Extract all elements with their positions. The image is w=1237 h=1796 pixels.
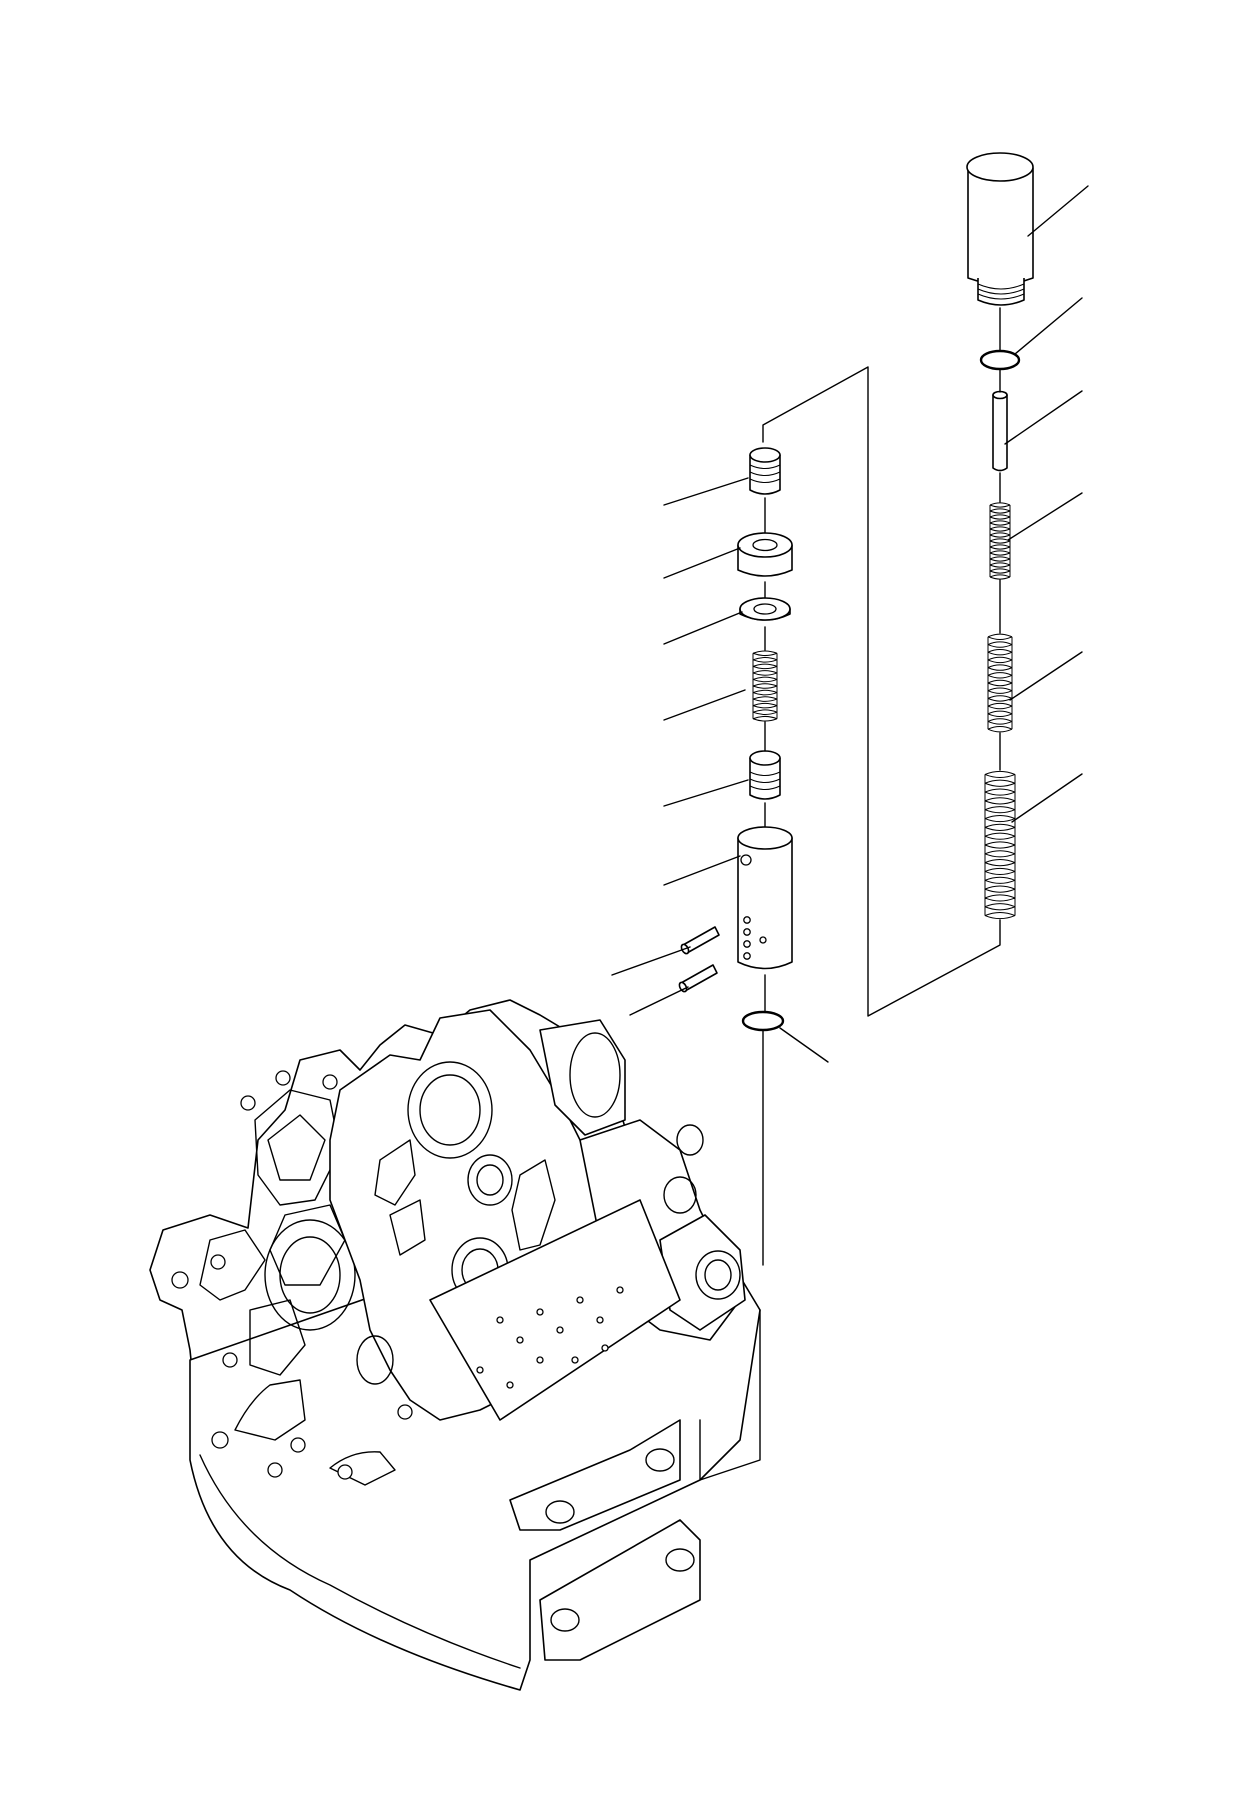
leader-lines [611,185,1089,1063]
washer-part [739,597,791,621]
plug-part [749,447,781,495]
transmission-housing [149,999,761,1691]
collar-part [737,532,793,577]
spring-small-part [989,502,1011,580]
sleeve-o-ring-part [741,1010,785,1032]
spool-spring-part [752,650,778,722]
pin-part [992,390,1008,472]
spool-plug-part [749,750,781,800]
spring-medium-part [987,633,1013,733]
assembly-axis-line [762,307,1001,1017]
spool-axis-line [762,497,766,1266]
sleeve-part [737,826,793,970]
o-ring-part [979,349,1021,371]
spring-large-part [984,770,1016,920]
valve-cap-part [966,152,1034,306]
dowel-pin-upper-part [680,926,720,955]
